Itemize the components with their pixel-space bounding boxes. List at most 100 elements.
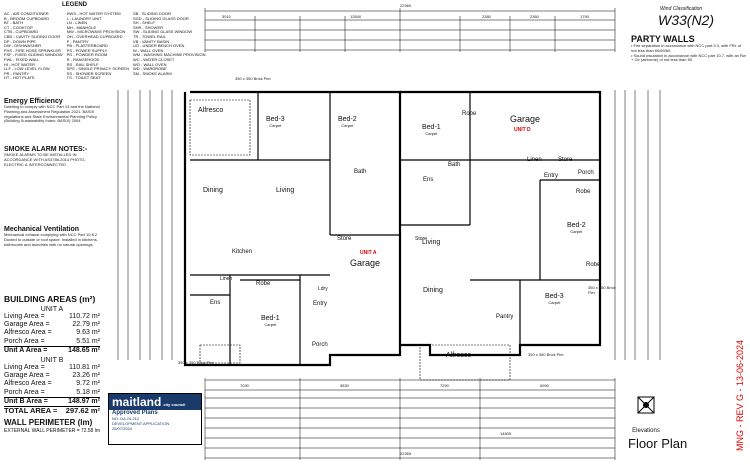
unit-a-total-value: 148.65 m²: [68, 346, 100, 354]
stamp-number: NO. DA 24-212: [112, 416, 140, 421]
room-porch-a: Porch: [312, 342, 328, 348]
bed1-a-carpet: Carpet: [264, 322, 277, 327]
area-row: Porch Area =5.51 m²: [4, 338, 100, 346]
dim-b3: 7290: [440, 383, 449, 388]
dim-b4: 6990: [540, 383, 549, 388]
legend-item: R - RANGEHOOD: [66, 57, 100, 62]
room-kitchen-a: Kitchen: [232, 249, 253, 255]
legend-title: LEGEND: [62, 2, 88, 8]
room-entry-b: Entry: [544, 173, 559, 179]
room-alfresco-b: Alfresco: [446, 352, 472, 359]
room-store-b: Store: [558, 157, 573, 163]
smoke-section: SMOKE ALARM NOTES:- SMOKE ALARMS TO BE I…: [4, 146, 100, 167]
legend-item: SPS - SINGLE PRIVACY SCREEN: [66, 67, 129, 72]
area-value: 5.51 m²: [76, 337, 100, 345]
grand-total-label: TOTAL AREA =: [4, 406, 58, 416]
party-wall-bullet: • Sound insulation in accordance with NC…: [631, 52, 746, 63]
area-value: 5.18 m²: [76, 388, 100, 396]
legend-item: SM - SMOKE ALARM: [133, 71, 172, 76]
stamp-type: DEVELOPMENT APPLICATION: [112, 421, 170, 426]
bed1-b-carpet: Carpet: [425, 131, 438, 136]
area-value: 110.72 m²: [69, 313, 100, 320]
area-label: Alfresco Area =: [4, 380, 52, 388]
ventilation-text: Mechanical exhaust complying with NCC Pa…: [4, 232, 98, 247]
room-bed2-a: Bed-2 Carpet: [338, 116, 357, 128]
room-store-a: Store: [337, 236, 352, 242]
legend-item: P - PANTRY: [66, 39, 89, 44]
ventilation-title: Mechanical Ventilation: [4, 226, 80, 233]
dim-brick-4: 350 x 350 Brick Pier: [528, 352, 564, 357]
room-ens-a: Ens: [210, 300, 221, 306]
party-wall-bullet: • Fire separation in accordance with NCC…: [631, 43, 742, 53]
bed3-a-label: Bed-3: [266, 116, 285, 123]
room-bath-a: Bath: [354, 169, 367, 175]
dim-brick-3: 350 x 350 Brick Pier: [178, 360, 214, 365]
room-bed1-b: Bed-1 Carpet: [422, 124, 441, 136]
room-store2-b: Store: [415, 236, 427, 242]
area-row: Garage Area = 23.26 m²: [4, 372, 100, 380]
party-walls-bullets: • Fire separation in accordance with NCC…: [631, 43, 747, 63]
dim-2: 12840: [350, 14, 362, 19]
room-robe-a: Robe: [256, 281, 271, 287]
area-row: Garage Area =22.79 m²: [4, 321, 100, 329]
council-brand: maitland: [112, 395, 162, 409]
legend-item: DW - DISHWASHER: [4, 44, 42, 49]
council-stamp: maitland city council Approved Plans NO.…: [108, 393, 202, 445]
elevations-label: Elevations: [632, 428, 660, 434]
area-row: Alfresco Area =9.63 m²: [4, 329, 100, 337]
room-robe3-b: Robe: [586, 262, 601, 268]
area-value: 23.26 m²: [72, 372, 100, 380]
room-alfresco-a: Alfresco: [198, 107, 224, 114]
area-label: Garage Area =: [4, 372, 50, 380]
room-linen-b: Linen: [527, 157, 542, 163]
area-row: Porch Area =5.18 m²: [4, 389, 100, 397]
unit-b-total: Unit B Area = 148.97 m²: [4, 396, 100, 406]
unit-a-title: UNIT A: [40, 306, 64, 313]
legend-item: L - LAUNDRY UNIT: [66, 16, 102, 21]
room-bath-b: Bath: [448, 162, 461, 168]
legend-item: PB - PLASTERBOARD: [66, 44, 109, 49]
unit-b-tag: UNIT D: [514, 127, 531, 133]
legend-item: B - BROOM CUPBOARD: [4, 16, 50, 21]
wall-perimeter-value: 72.58 lm: [80, 428, 100, 435]
building-areas-title: BUILDING AREAS (m²): [4, 294, 96, 304]
energy-section: Energy Efficiency Dwelling to comply wit…: [4, 98, 100, 124]
area-value: 9.63 m²: [76, 329, 100, 337]
legend-item: PS - POWER SUPPLY: [66, 48, 108, 53]
legend-item: PD - POWDER ROOM: [66, 53, 108, 58]
legend-item: WM - WASHING MACHINE PROVISION: [133, 53, 206, 58]
bed2-a-label: Bed-2: [338, 116, 357, 123]
dim-brick-1: 350 x 350 Brick Pier: [235, 76, 271, 81]
room-garage-b: Garage: [510, 114, 541, 124]
legend-item: SGD - SLIDING GLASS DOOR: [133, 16, 189, 21]
room-robe2-b: Robe: [576, 189, 591, 195]
area-row: Alfresco Area =9.72 m²: [4, 380, 100, 388]
legend-item: TR - TOWEL RAIL: [133, 34, 166, 39]
legend-item: SW - SLIDING GLASS WINDOW: [133, 30, 193, 35]
party-walls-title: PARTY WALLS: [631, 34, 695, 44]
dim-b6: 22365: [400, 451, 412, 456]
energy-title: Energy Efficiency: [4, 98, 63, 105]
dim-1: 3010: [222, 14, 231, 19]
legend-item: TS - TOILET SEAT: [66, 76, 101, 81]
wall-perimeter-row: EXTERNAL WALL PERIMETER = 72.58 lm: [4, 427, 100, 435]
legend-item: SHR - SHOWER: [133, 25, 163, 30]
room-garage-a: Garage: [350, 258, 381, 268]
grand-total: TOTAL AREA = 297.62 m²: [4, 406, 100, 415]
unit-a-total: Unit A Area = 148.65 m²: [4, 345, 100, 355]
wall-perimeter-label: EXTERNAL WALL PERIMETER =: [4, 428, 80, 435]
legend-item: CBD - CAVITY SLIDING DOOR: [4, 34, 61, 39]
bed2-a-carpet: Carpet: [341, 123, 354, 128]
dim-4: 2360: [530, 14, 539, 19]
room-porch-b: Porch: [578, 170, 594, 176]
dim-brick-2: 350 x 350 Brick Pier: [588, 285, 616, 295]
unit-a-total-label: Unit A Area =: [4, 346, 48, 354]
legend-item: LLF - LOW LEVEL FLOW: [4, 67, 50, 72]
wind-label: Wind Classification: [660, 6, 703, 12]
legend-item: UO - UNDER BENCH OVEN: [133, 44, 185, 49]
room-bed1-a: Bed-1 Carpet: [261, 315, 280, 327]
bed2-b-label: Bed-2: [567, 222, 586, 229]
